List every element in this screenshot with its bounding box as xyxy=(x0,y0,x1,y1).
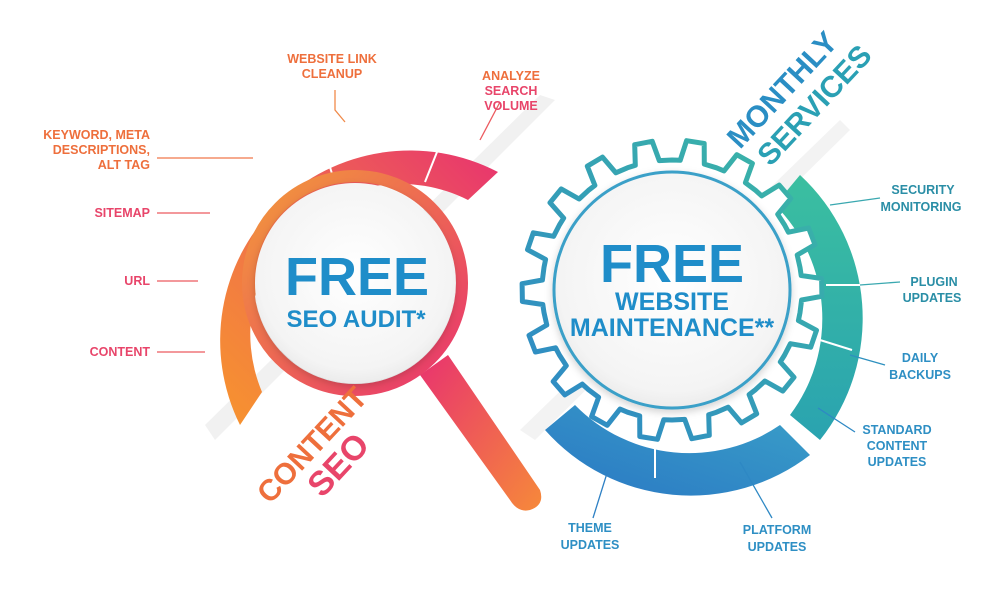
maintenance-gear: FREE WEBSITE MAINTENANCE** MONTHLY SERVI… xyxy=(519,26,962,554)
seo-center-audit: SEO AUDIT* xyxy=(286,306,426,333)
label-theme-2: UPDATES xyxy=(561,538,620,552)
callout-line xyxy=(849,354,886,366)
maint-center-maintenance: MAINTENANCE** xyxy=(570,314,774,342)
label-plugin-1: PLUGIN xyxy=(910,275,957,289)
label-analyze-1: ANALYZE xyxy=(482,69,540,83)
gear-blue-arc xyxy=(545,405,810,496)
label-plugin-2: UPDATES xyxy=(903,291,962,305)
gear-inner-circle xyxy=(552,170,792,410)
callout-line xyxy=(479,101,501,141)
label-analyze-3: VOLUME xyxy=(484,99,537,113)
recommendations-title: RECOMMENDATIONS xyxy=(169,196,226,382)
arc-divider xyxy=(819,339,853,351)
callout-line xyxy=(592,469,609,519)
label-standard-3: UPDATES xyxy=(868,455,927,469)
callout-line xyxy=(739,461,773,519)
maint-center-free: FREE xyxy=(600,234,744,294)
arc-divider xyxy=(424,131,446,183)
callout-line xyxy=(817,407,856,433)
label-security-1: SECURITY xyxy=(891,183,955,197)
label-daily-1: DAILY xyxy=(902,351,939,365)
gear-teal-arc xyxy=(775,175,863,440)
label-keyword-2: DESCRIPTIONS, xyxy=(53,143,150,157)
label-security-2: MONITORING xyxy=(880,200,961,214)
label-keyword-3: ALT TAG xyxy=(98,158,150,172)
label-sitemap: SITEMAP xyxy=(94,206,150,220)
magnifier-lens xyxy=(255,183,455,383)
label-website-link-1: WEBSITE LINK xyxy=(287,52,377,66)
callout-line xyxy=(829,197,881,206)
magnifier-ring xyxy=(242,170,468,396)
label-standard-2: CONTENT xyxy=(867,439,928,453)
label-platform-1: PLATFORM xyxy=(743,523,812,537)
label-platform-2: UPDATES xyxy=(748,540,807,554)
magnifier-handle xyxy=(420,355,542,511)
maint-center-website: WEBSITE xyxy=(615,288,729,316)
label-website-link-2: CLEANUP xyxy=(302,67,362,81)
callout-line xyxy=(859,281,901,286)
label-analyze-2: SEARCH xyxy=(485,84,538,98)
label-standard-1: STANDARD xyxy=(862,423,931,437)
label-daily-2: BACKUPS xyxy=(889,368,951,382)
callout-line xyxy=(334,90,346,123)
seo-center-free: FREE xyxy=(285,247,429,307)
label-content: CONTENT xyxy=(90,345,151,359)
label-url: URL xyxy=(124,274,150,288)
label-theme-1: THEME xyxy=(568,521,612,535)
seo-magnifier: FREE SEO AUDIT* RECOMMENDATIONS CONTENT … xyxy=(43,52,542,511)
label-keyword-1: KEYWORD, META xyxy=(43,128,150,142)
